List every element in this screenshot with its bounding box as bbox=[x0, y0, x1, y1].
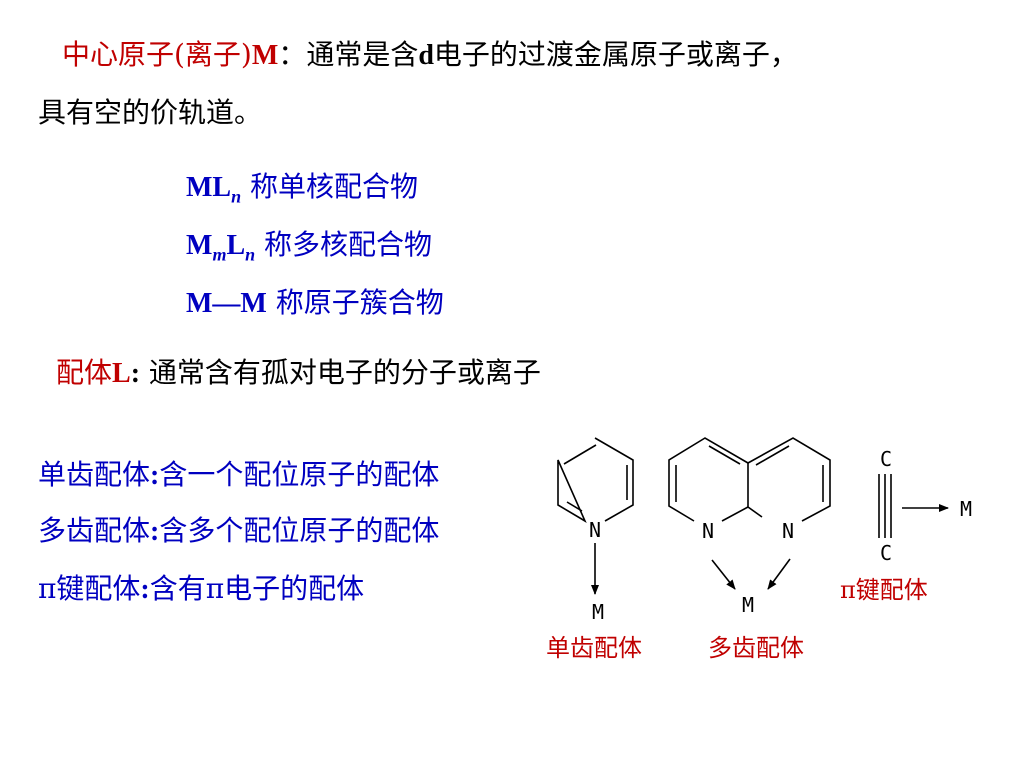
ligand-colon: : bbox=[130, 358, 141, 389]
center-atom-desc: 通常是含d电子的过渡金属原子或离子， bbox=[306, 38, 798, 71]
center-atom-line2: 具有空的价轨道。 bbox=[38, 96, 263, 129]
naphthyridine-n-left: N bbox=[702, 519, 714, 543]
center-atom-colon: ： bbox=[278, 38, 307, 71]
ligand-type-polydentate: 多齿配体:含多个配位原子的配体 bbox=[38, 514, 440, 547]
naphthyridine-metal: M bbox=[742, 593, 754, 617]
ligand-type-monodentate: 单齿配体:含一个配位原子的配体 bbox=[38, 458, 440, 491]
complex-type-cluster: M—M 称原子簇合物 bbox=[186, 286, 444, 319]
complex-type-mononuclear: MLn 称单核配合物 bbox=[186, 170, 419, 207]
naphthyridine-n-right: N bbox=[782, 519, 794, 543]
caption-monodentate: 单齿配体 bbox=[546, 634, 642, 662]
alkyne-c-top: C bbox=[880, 447, 892, 471]
naphthyridine-arrow-left bbox=[711, 559, 736, 590]
center-atom-line1: 中心原子(离子)M：通常是含d电子的过渡金属原子或离子， bbox=[62, 38, 798, 73]
pyridine-metal: M bbox=[592, 600, 604, 624]
ligand-type-pi: π键配体:含有π电子的配体 bbox=[38, 572, 365, 605]
pyridine-n-atom: N bbox=[589, 518, 601, 542]
ligand-label: 配体L bbox=[56, 356, 131, 389]
caption-polydentate: 多齿配体 bbox=[708, 634, 804, 662]
pyridine-ring bbox=[557, 437, 634, 523]
complex-type-polynuclear: MmLn 称多核配合物 bbox=[186, 228, 433, 265]
alkyne-metal: M bbox=[960, 497, 972, 521]
alkyne-triple-bond bbox=[878, 474, 892, 538]
ligand-desc: 通常含有孤对电子的分子或离子 bbox=[140, 356, 541, 389]
alkyne-c-bottom: C bbox=[880, 541, 892, 565]
naphthyridine-ring bbox=[668, 437, 831, 522]
caption-pi-ligand: π键配体 bbox=[840, 576, 928, 604]
center-atom-label: 中心原子(离子)M bbox=[62, 38, 279, 71]
naphthyridine-arrow-right bbox=[767, 558, 791, 590]
ligand-line: 配体L: 通常含有孤对电子的分子或离子 bbox=[56, 356, 541, 391]
